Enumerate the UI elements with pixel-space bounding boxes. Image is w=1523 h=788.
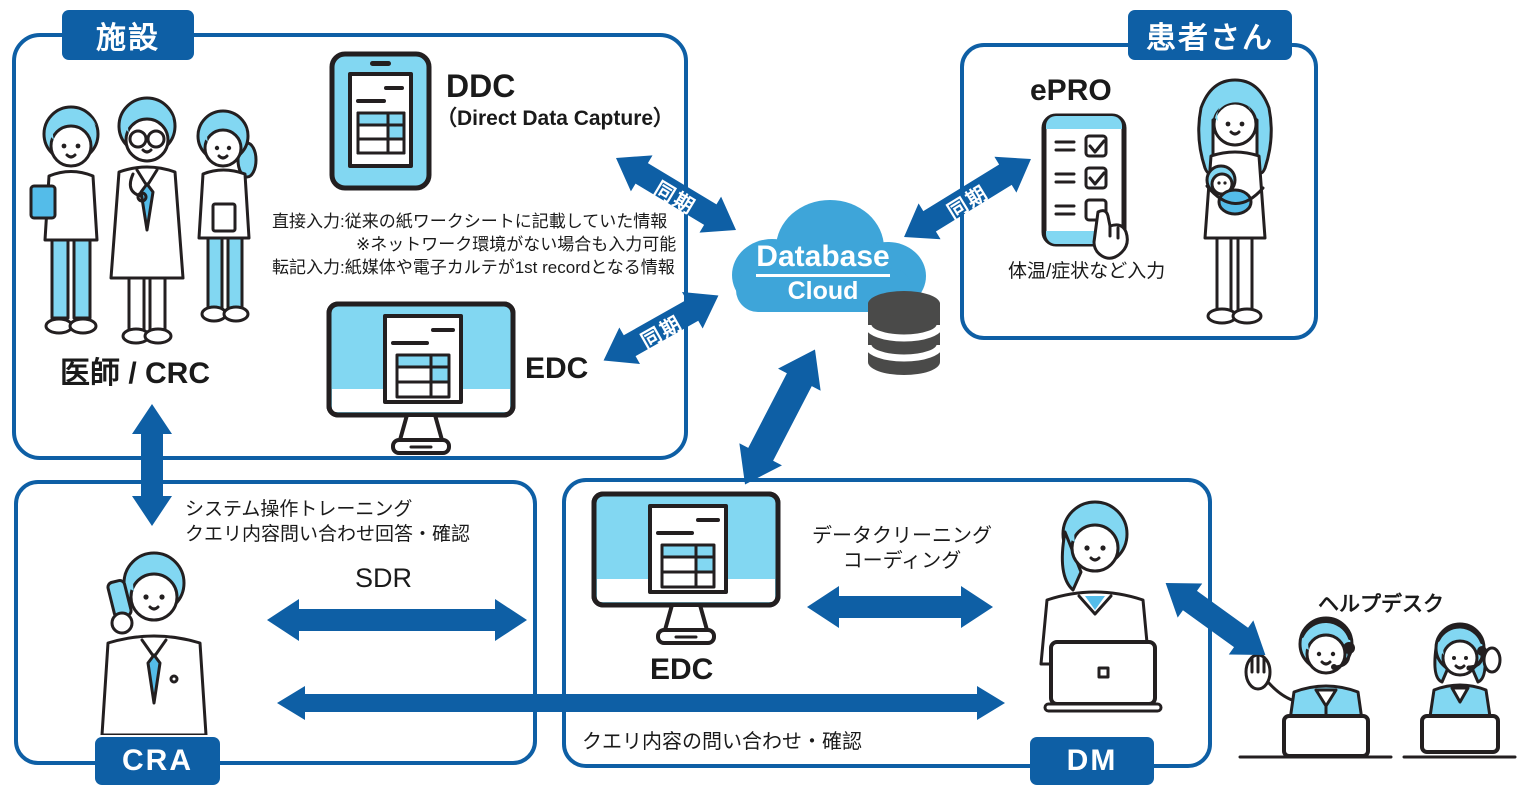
arrow-crc-cra xyxy=(132,404,172,526)
mother-baby-illustration xyxy=(1197,78,1273,325)
dm-task-line: データクリーニング xyxy=(812,525,992,547)
sync-arrow-ddc-cloud xyxy=(605,140,747,248)
facility-edc-label: EDC xyxy=(525,352,589,385)
epro-input-note: 体温/症状など入力 xyxy=(1008,261,1166,282)
sync-arrow-cloud-epro xyxy=(893,141,1042,255)
staff-label: 医師 / CRC xyxy=(60,357,210,390)
arrow-sdr xyxy=(267,599,527,641)
dm-task-line: コーディング xyxy=(842,550,962,572)
dm-edc-label: EDC xyxy=(650,653,714,686)
dm-person-illustration xyxy=(1039,500,1163,713)
cra-person-illustration xyxy=(100,551,208,735)
cra-notes: システム操作トレーニング クエリ内容問い合わせ回答・確認 xyxy=(185,497,470,547)
ddc-note-line: ※ネットワーク環境がない場合も入力可能 xyxy=(356,235,677,254)
dm-tasks: データクリーニング コーディング xyxy=(792,524,1012,574)
cra-box-label: CRA xyxy=(95,737,220,785)
ddc-subtitle: （Direct Data Capture） xyxy=(436,107,675,130)
sdr-label: SDR xyxy=(355,563,413,593)
facility-box-label: 施設 xyxy=(62,10,194,60)
epro-phone-icon xyxy=(1041,113,1129,260)
patient-box-label: 患者さん xyxy=(1128,10,1292,60)
edc-monitor-icon xyxy=(326,301,516,455)
ddc-note-line: 直接入力:従来の紙ワークシートに記載していた情報 xyxy=(272,212,668,231)
sync-arrow-edc-cloud xyxy=(593,277,729,379)
epro-title: ePRO xyxy=(1030,74,1112,107)
ddc-notes: 直接入力:従来の紙ワークシートに記載していた情報 ※ネットワーク環境がない場合も… xyxy=(272,210,676,279)
database-cylinder-icon xyxy=(866,291,942,375)
dm-edc-monitor-icon xyxy=(591,491,781,645)
helpdesk-operator-2 xyxy=(1402,622,1517,759)
cra-note-line: クエリ内容問い合わせ回答・確認 xyxy=(185,524,471,545)
arrow-dm-helpdesk xyxy=(1153,566,1277,672)
helpdesk-label: ヘルプデスク xyxy=(1318,593,1444,616)
cra-box xyxy=(14,480,537,765)
helpdesk-operator-1 xyxy=(1238,616,1393,759)
ddc-note-line: 転記入力:紙媒体や電子カルテが1st recordとなる情報 xyxy=(272,258,675,277)
cra-note-line: システム操作トレーニング xyxy=(185,499,413,520)
dm-box-label: DM xyxy=(1030,737,1154,785)
dm-query-note: クエリ内容の問い合わせ・確認 xyxy=(582,731,862,753)
cloud-title: Database xyxy=(738,240,908,277)
doctor-crc-illustration xyxy=(29,96,258,345)
ddc-tablet-icon xyxy=(329,51,432,191)
arrow-edc-dm xyxy=(807,586,993,628)
ddc-title: DDC xyxy=(446,68,516,104)
facility-box xyxy=(12,33,688,460)
arrow-query-cra-dm xyxy=(277,686,1005,720)
arrow-cloud-dm xyxy=(724,338,837,495)
cloud-subtitle: Cloud xyxy=(787,277,859,305)
